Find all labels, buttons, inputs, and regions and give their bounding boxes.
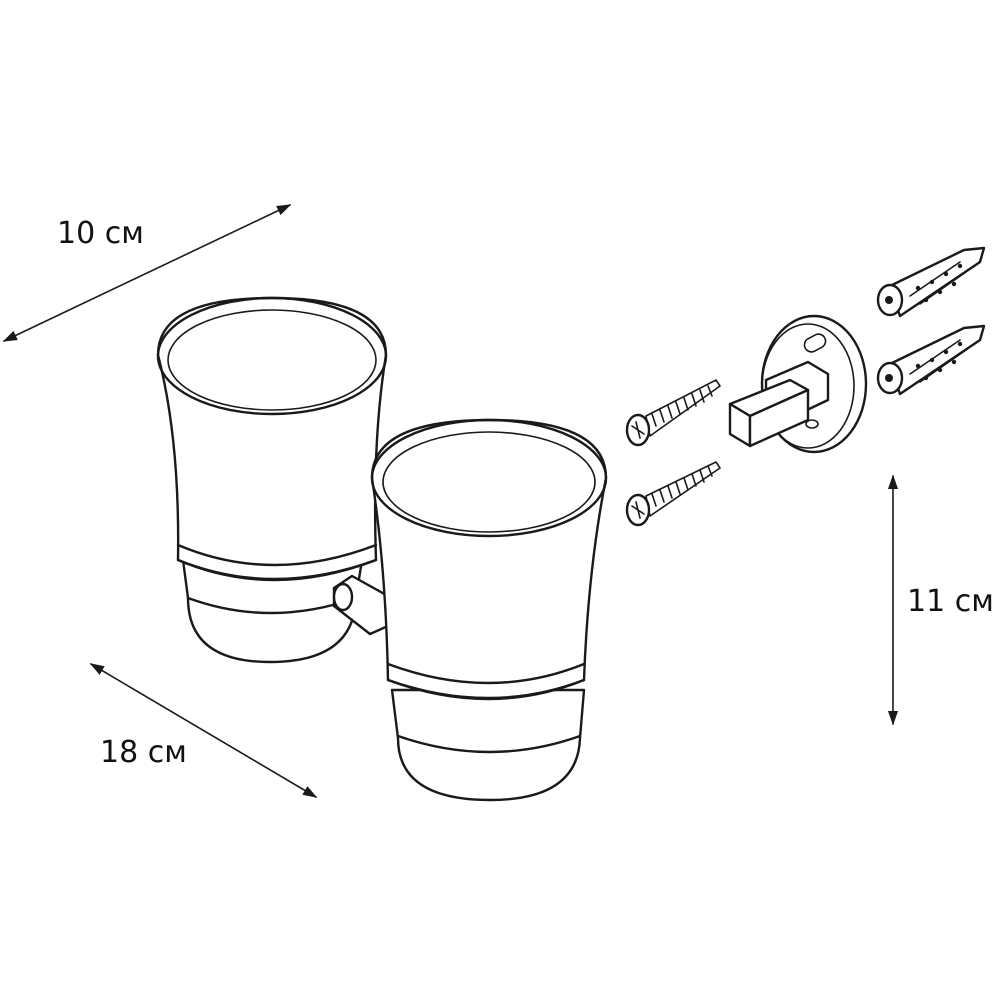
holder-arm: [332, 574, 390, 636]
wall-mount-bracket: [728, 314, 868, 454]
screw-lower: [625, 461, 721, 527]
dimension-depth: 10 см: [2, 204, 292, 342]
glass-holder-front: [370, 418, 608, 802]
dimension-height: 11 см: [887, 474, 994, 726]
dimension-depth-arrow: [2, 204, 292, 342]
dimension-depth-label: 10 см: [57, 216, 144, 251]
dimension-width: 18 см: [89, 663, 318, 798]
dimension-width-arrow: [89, 663, 318, 798]
glass-back-rim: [156, 296, 388, 416]
dimension-height-label: 11 см: [907, 584, 994, 619]
dimension-width-label: 18 см: [100, 735, 187, 770]
glass-front-rim: [370, 418, 608, 538]
screw-upper: [625, 379, 721, 447]
wall-plug-upper: [876, 246, 986, 318]
glass-holder-back: [156, 296, 388, 664]
wall-plug-lower: [876, 324, 986, 396]
